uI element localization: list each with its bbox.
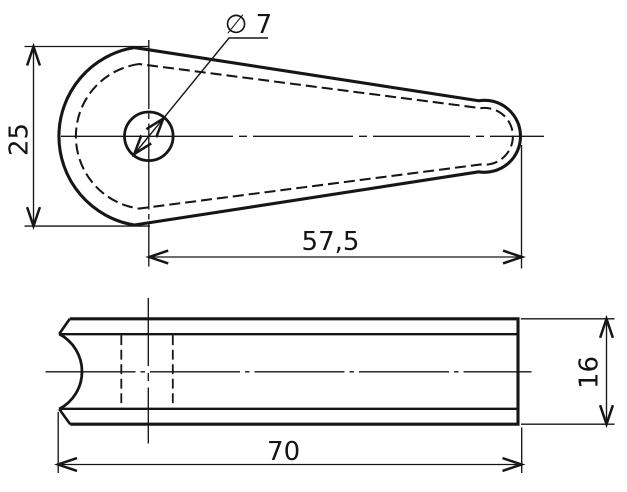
- top-view-outline: [57, 46, 522, 227]
- leader-arrow-upper-icon: [145, 115, 166, 138]
- dim57-arrow-left-icon: [145, 249, 169, 265]
- top-view-chamfer-contour: [74, 63, 514, 210]
- dim70-label: 70: [267, 437, 300, 467]
- hole-circle: [123, 110, 175, 162]
- dim70-arrow-left-icon: [54, 456, 78, 473]
- dimension-25: 25: [5, 42, 150, 231]
- dimension-70: 70: [54, 412, 526, 473]
- dim25-arrow-top-icon: [25, 42, 42, 66]
- dim25-arrow-bottom-icon: [25, 206, 42, 231]
- leader-arrow-lower-icon: [131, 134, 152, 158]
- dimension-16: 16: [520, 314, 615, 429]
- front-left-chamfer-top: [58, 318, 71, 335]
- hole-diameter-callout: ∅ 7: [131, 10, 272, 158]
- dimension-57-5: 57,5: [145, 145, 526, 269]
- front-left-chamfer-bottom: [58, 408, 72, 425]
- dim57-label: 57,5: [302, 227, 360, 257]
- front-view: [45, 298, 532, 444]
- leader-line: [133, 37, 268, 155]
- dim57-arrow-right-icon: [502, 249, 526, 265]
- dim16-label: 16: [575, 356, 605, 389]
- dim70-arrow-right-icon: [502, 456, 526, 473]
- top-view: [57, 40, 544, 267]
- dim25-label: 25: [5, 123, 35, 156]
- front-left-concave-arc: [58, 332, 84, 411]
- dim16-arrow-bottom-icon: [598, 404, 615, 429]
- dim16-arrow-top-icon: [598, 314, 615, 339]
- hole-diameter-label: ∅ 7: [225, 10, 272, 40]
